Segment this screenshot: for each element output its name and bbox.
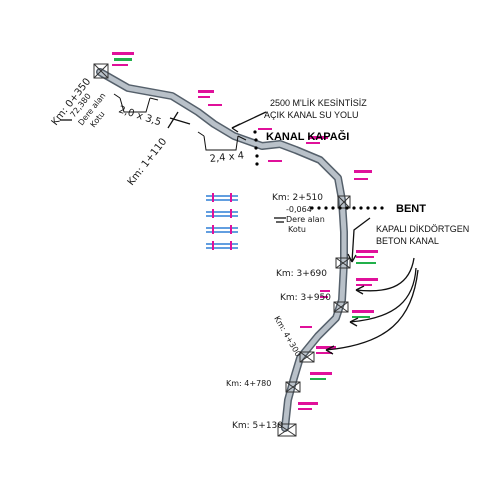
km-2510-label: Km: 2+510 xyxy=(272,193,323,203)
canal-route xyxy=(96,68,348,432)
kot-bent-label: -0,064 xyxy=(286,205,312,214)
km-5130-label: Km: 5+130 xyxy=(232,421,283,431)
km-4780-label: Km: 4+780 xyxy=(226,379,271,388)
bent-label: BENT xyxy=(396,203,426,215)
km-1110-label: Km: 1+110 xyxy=(126,136,170,187)
canal-desc-line2: AÇIK KANAL SU YOLU xyxy=(264,110,359,120)
structure-boxes xyxy=(93,63,351,437)
section-sketch-2 xyxy=(197,131,247,151)
km-4300-label: Km: 4+300 xyxy=(272,315,302,359)
dotted-markers xyxy=(253,130,384,210)
canal-route-fill xyxy=(97,69,347,431)
cross-section-marks xyxy=(212,193,232,250)
dere-bent-label: Dere alan xyxy=(286,215,325,224)
kanal-kapagi-label: KANAL KAPAĞI xyxy=(266,130,349,143)
section2-label: 2,4 x 4 xyxy=(209,150,245,165)
closed-canal-line2: BETON KANAL xyxy=(376,236,439,246)
survey-annotations xyxy=(112,52,378,410)
km-3950-label: Km: 3+950 xyxy=(280,293,331,303)
leader-lines xyxy=(60,111,419,355)
cross-section-thumbnails xyxy=(206,195,238,249)
kotu-bent-label: Kotu xyxy=(288,225,306,234)
closed-canal-line1: KAPALI DİKDÖRTGEN xyxy=(376,224,469,234)
section-sketch-1 xyxy=(113,93,159,113)
km-3690-label: Km: 3+690 xyxy=(276,269,327,279)
section1-label: 2,0 x 3,5 xyxy=(117,104,162,128)
canal-desc-line1: 2500 M'LİK KESİNTİSİZ xyxy=(270,98,367,108)
